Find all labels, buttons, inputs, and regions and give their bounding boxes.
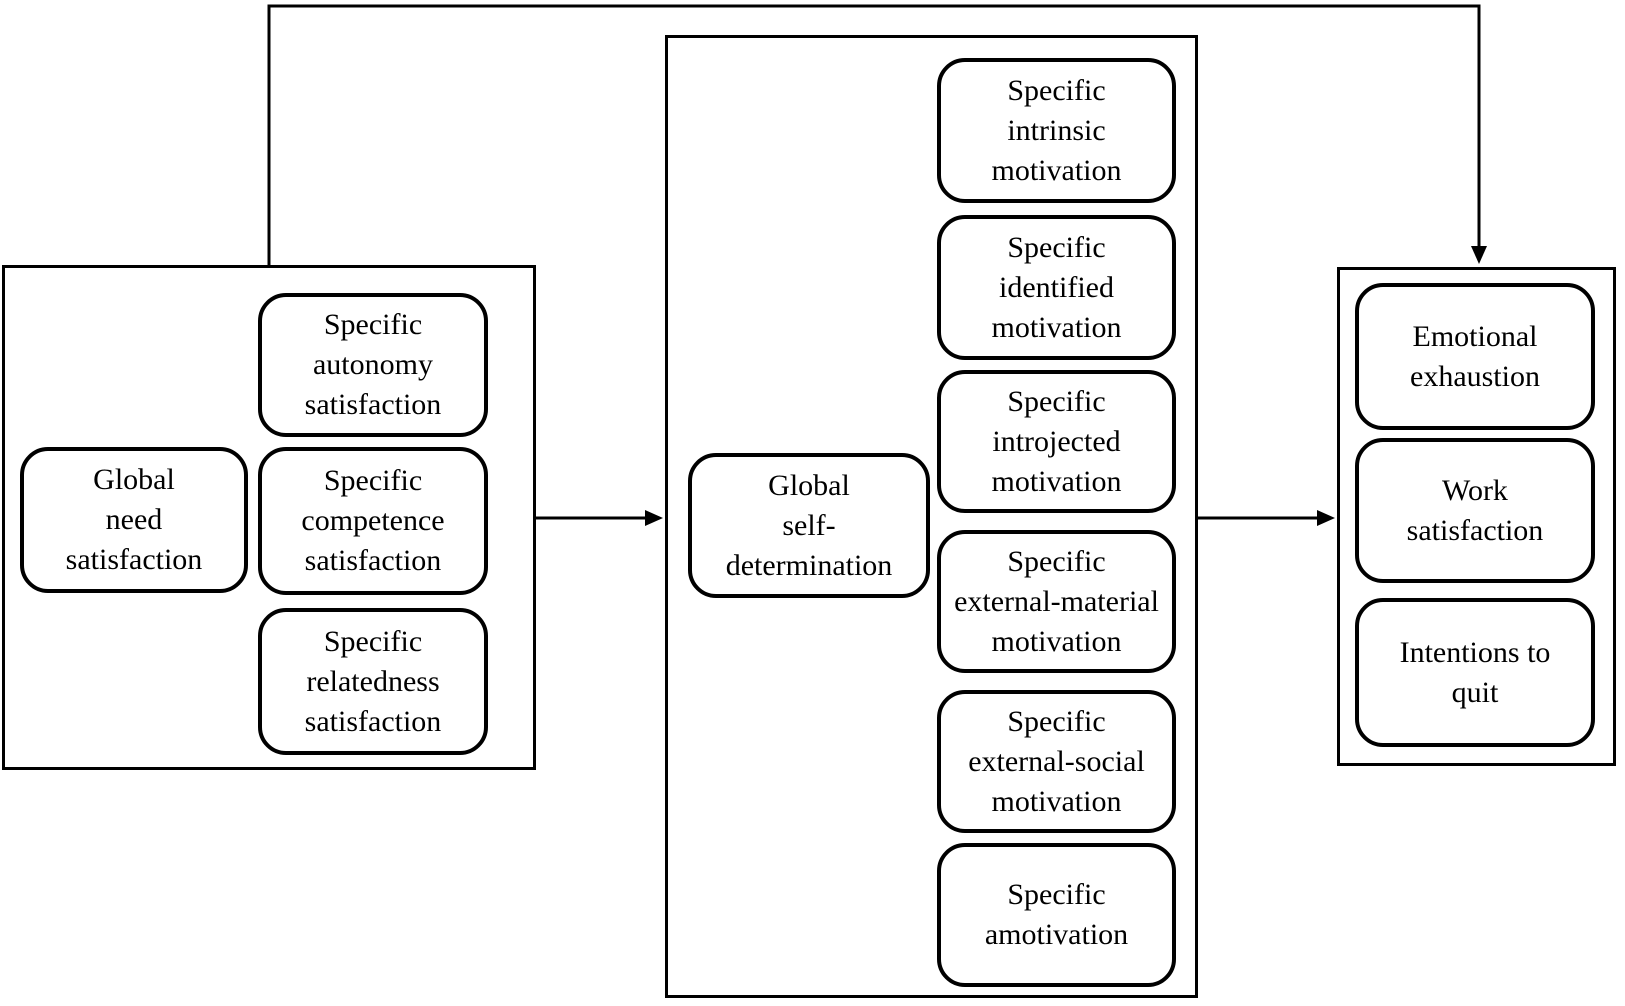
specific-external-social-motivation-box: Specific external-social motivation: [937, 690, 1176, 833]
specific-external-material-motivation-label: Specific external-material motivation: [954, 544, 1159, 658]
specific-competence-satisfaction-box: Specific competence satisfaction: [258, 447, 488, 595]
specific-autonomy-satisfaction-label: Specific autonomy satisfaction: [304, 308, 442, 421]
specific-amotivation-box: Specific amotivation: [937, 843, 1176, 987]
work-satisfaction-label: Work satisfaction: [1406, 473, 1544, 547]
specific-relatedness-satisfaction-box: Specific relatedness satisfaction: [258, 608, 488, 755]
specific-relatedness-satisfaction-label: Specific relatedness satisfaction: [304, 624, 442, 738]
global-self-determination-box: Global self- determination: [688, 453, 930, 598]
emotional-exhaustion-label: Emotional exhaustion: [1410, 319, 1540, 393]
motivation-panel: Global self- determination Specific intr…: [665, 35, 1198, 998]
intentions-to-quit-label: Intentions to quit: [1399, 635, 1551, 709]
needs-to-motivation-arrowhead-icon: [645, 510, 663, 526]
specific-amotivation-label: Specific amotivation: [984, 878, 1129, 951]
outcomes-panel: Emotional exhaustion Work satisfaction I…: [1337, 267, 1616, 766]
specific-introjected-motivation-label: Specific introjected motivation: [991, 384, 1122, 498]
work-satisfaction-box: Work satisfaction: [1355, 438, 1595, 583]
specific-introjected-motivation-box: Specific introjected motivation: [937, 370, 1176, 513]
specific-intrinsic-motivation-box: Specific intrinsic motivation: [937, 58, 1176, 203]
intentions-to-quit-box: Intentions to quit: [1355, 598, 1595, 747]
specific-identified-motivation-label: Specific identified motivation: [991, 230, 1122, 344]
global-need-satisfaction-label: Global need satisfaction: [65, 463, 203, 576]
specific-identified-motivation-box: Specific identified motivation: [937, 215, 1176, 360]
specific-external-social-motivation-label: Specific external-social motivation: [968, 704, 1145, 818]
specific-external-material-motivation-box: Specific external-material motivation: [937, 530, 1176, 673]
emotional-exhaustion-box: Emotional exhaustion: [1355, 283, 1595, 430]
global-need-satisfaction-box: Global need satisfaction: [20, 447, 248, 593]
motivation-to-outcomes-arrowhead-icon: [1317, 510, 1335, 526]
specific-intrinsic-motivation-label: Specific intrinsic motivation: [991, 73, 1122, 187]
top-feedback-arrowhead-icon: [1471, 246, 1487, 264]
specific-competence-satisfaction-label: Specific competence satisfaction: [301, 464, 445, 577]
needs-panel: Global need satisfaction Specific autono…: [2, 265, 536, 770]
specific-autonomy-satisfaction-box: Specific autonomy satisfaction: [258, 293, 488, 437]
global-self-determination-label: Global self- determination: [725, 468, 893, 582]
